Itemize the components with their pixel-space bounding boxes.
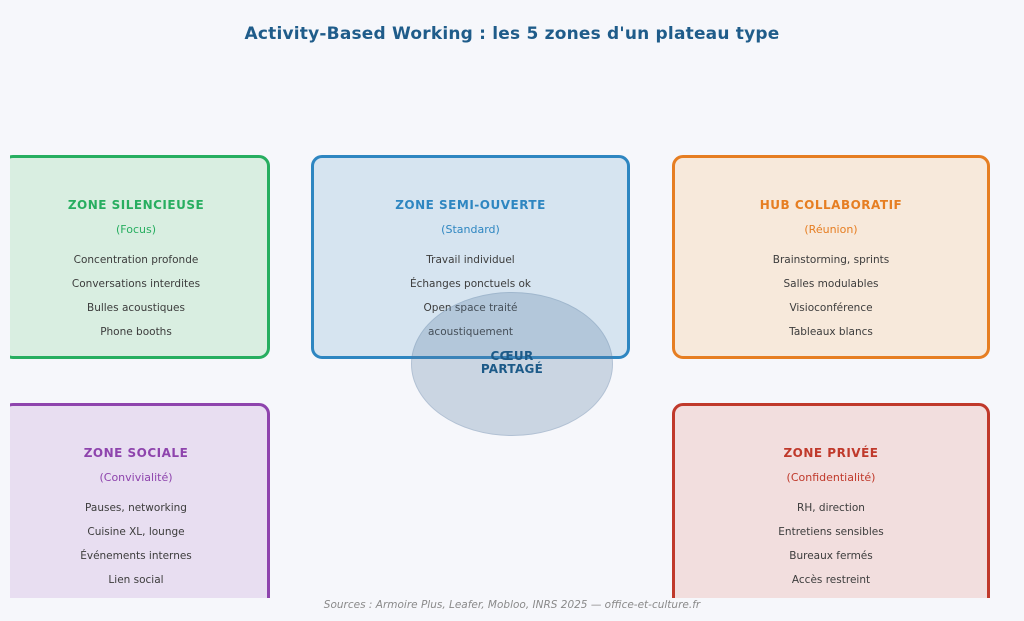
zone-name: ZONE SOCIALE [83,446,189,460]
coeur-label-line2: PARTAGÉ [480,362,544,376]
zone-name: HUB COLLABORATIF [759,198,903,212]
zone-name: ZONE SEMI-OUVERTE [395,198,546,212]
zone-card-privee: ZONE PRIVÉE (Confidentialité) RH, direct… [672,403,990,598]
coeur-label-line1: CŒUR [490,349,534,363]
zone-card-sociale: ZONE SOCIALE (Convivialité) Pauses, netw… [10,403,270,598]
zone-subtitle: (Standard) [441,223,500,236]
zone-card-hub-collaboratif: HUB COLLABORATIF (Réunion) Brainstorming… [672,155,990,359]
zone-item-list: Pauses, networking Cuisine XL, lounge Év… [10,496,267,592]
zone-item: Événements internes [80,550,192,562]
sources-footer: Sources : Armoire Plus, Leafer, Mobloo, … [323,599,701,611]
zone-name: ZONE SILENCIEUSE [67,198,205,212]
zone-item: Phone booths [100,326,172,338]
zone-item: Lien social [108,574,164,586]
zone-subtitle: (Confidentialité) [786,471,876,484]
zone-item: Cuisine XL, lounge [87,526,185,538]
zone-name: ZONE PRIVÉE [783,446,879,460]
zone-item-list: Concentration profonde Conversations int… [10,248,267,344]
zone-item: Pauses, networking [85,502,187,514]
zone-item-list: RH, direction Entretiens sensibles Burea… [675,496,987,592]
diagram-plot-area: ZONE SILENCIEUSE (Focus) Concentration p… [10,0,1024,598]
zone-item: Travail individuel [426,254,515,266]
zone-item: Accès restreint [791,574,871,586]
zone-item: Tableaux blancs [789,326,873,338]
page-title: Activity-Based Working : les 5 zones d'u… [244,24,780,44]
zone-subtitle: (Focus) [116,223,156,236]
zone-item: Concentration profonde [73,254,199,266]
zone-card-silencieuse: ZONE SILENCIEUSE (Focus) Concentration p… [10,155,270,359]
coeur-partage-label: CŒUR PARTAGÉ [412,350,612,376]
zone-subtitle: (Convivialité) [99,471,173,484]
zone-item: Salles modulables [783,278,879,290]
zone-item: RH, direction [797,502,865,514]
zone-item: Brainstorming, sprints [772,254,890,266]
coeur-partage-ellipse [411,292,613,436]
zone-subtitle: (Réunion) [804,223,858,236]
zone-item: Bureaux fermés [789,550,873,562]
zone-item: Conversations interdites [71,278,201,290]
zone-item: Entretiens sensibles [778,526,884,538]
zone-item: Bulles acoustiques [86,302,185,314]
zone-item-list: Brainstorming, sprints Salles modulables… [675,248,987,344]
zone-item: Échanges ponctuels ok [409,278,532,290]
zone-item: Visioconférence [789,302,873,314]
